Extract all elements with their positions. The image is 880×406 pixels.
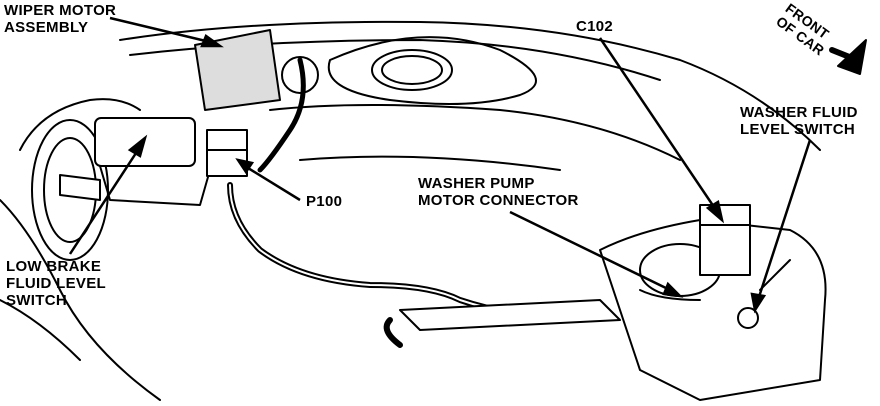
p100-label: P100 [306,193,343,210]
wiper-motor-label: WIPER MOTOR ASSEMBLY [4,2,117,36]
c102-connector [699,204,751,276]
leader-c102 [598,37,718,211]
fender-left [0,199,161,401]
lower-rail [399,299,621,331]
leader-p100 [247,166,301,202]
wiper-motor [194,29,281,111]
leader-pump [509,210,671,292]
p100-connector [206,129,248,177]
washer-pump-connector-label: WASHER PUMP MOTOR CONNECTOR [418,175,579,209]
cowl-line [119,20,821,151]
leader-wiper [109,16,211,44]
washer-level-switch [737,307,759,329]
low-brake-fluid-label: LOW BRAKE FLUID LEVEL SWITCH [6,258,106,309]
washer-fluid-switch-label: WASHER FLUID LEVEL SWITCH [740,104,858,138]
leader-brake [68,149,140,255]
strut-tower [19,98,141,151]
air-cleaner-housing [327,36,537,105]
c102-label: C102 [576,18,614,35]
leader-washer [756,139,812,301]
